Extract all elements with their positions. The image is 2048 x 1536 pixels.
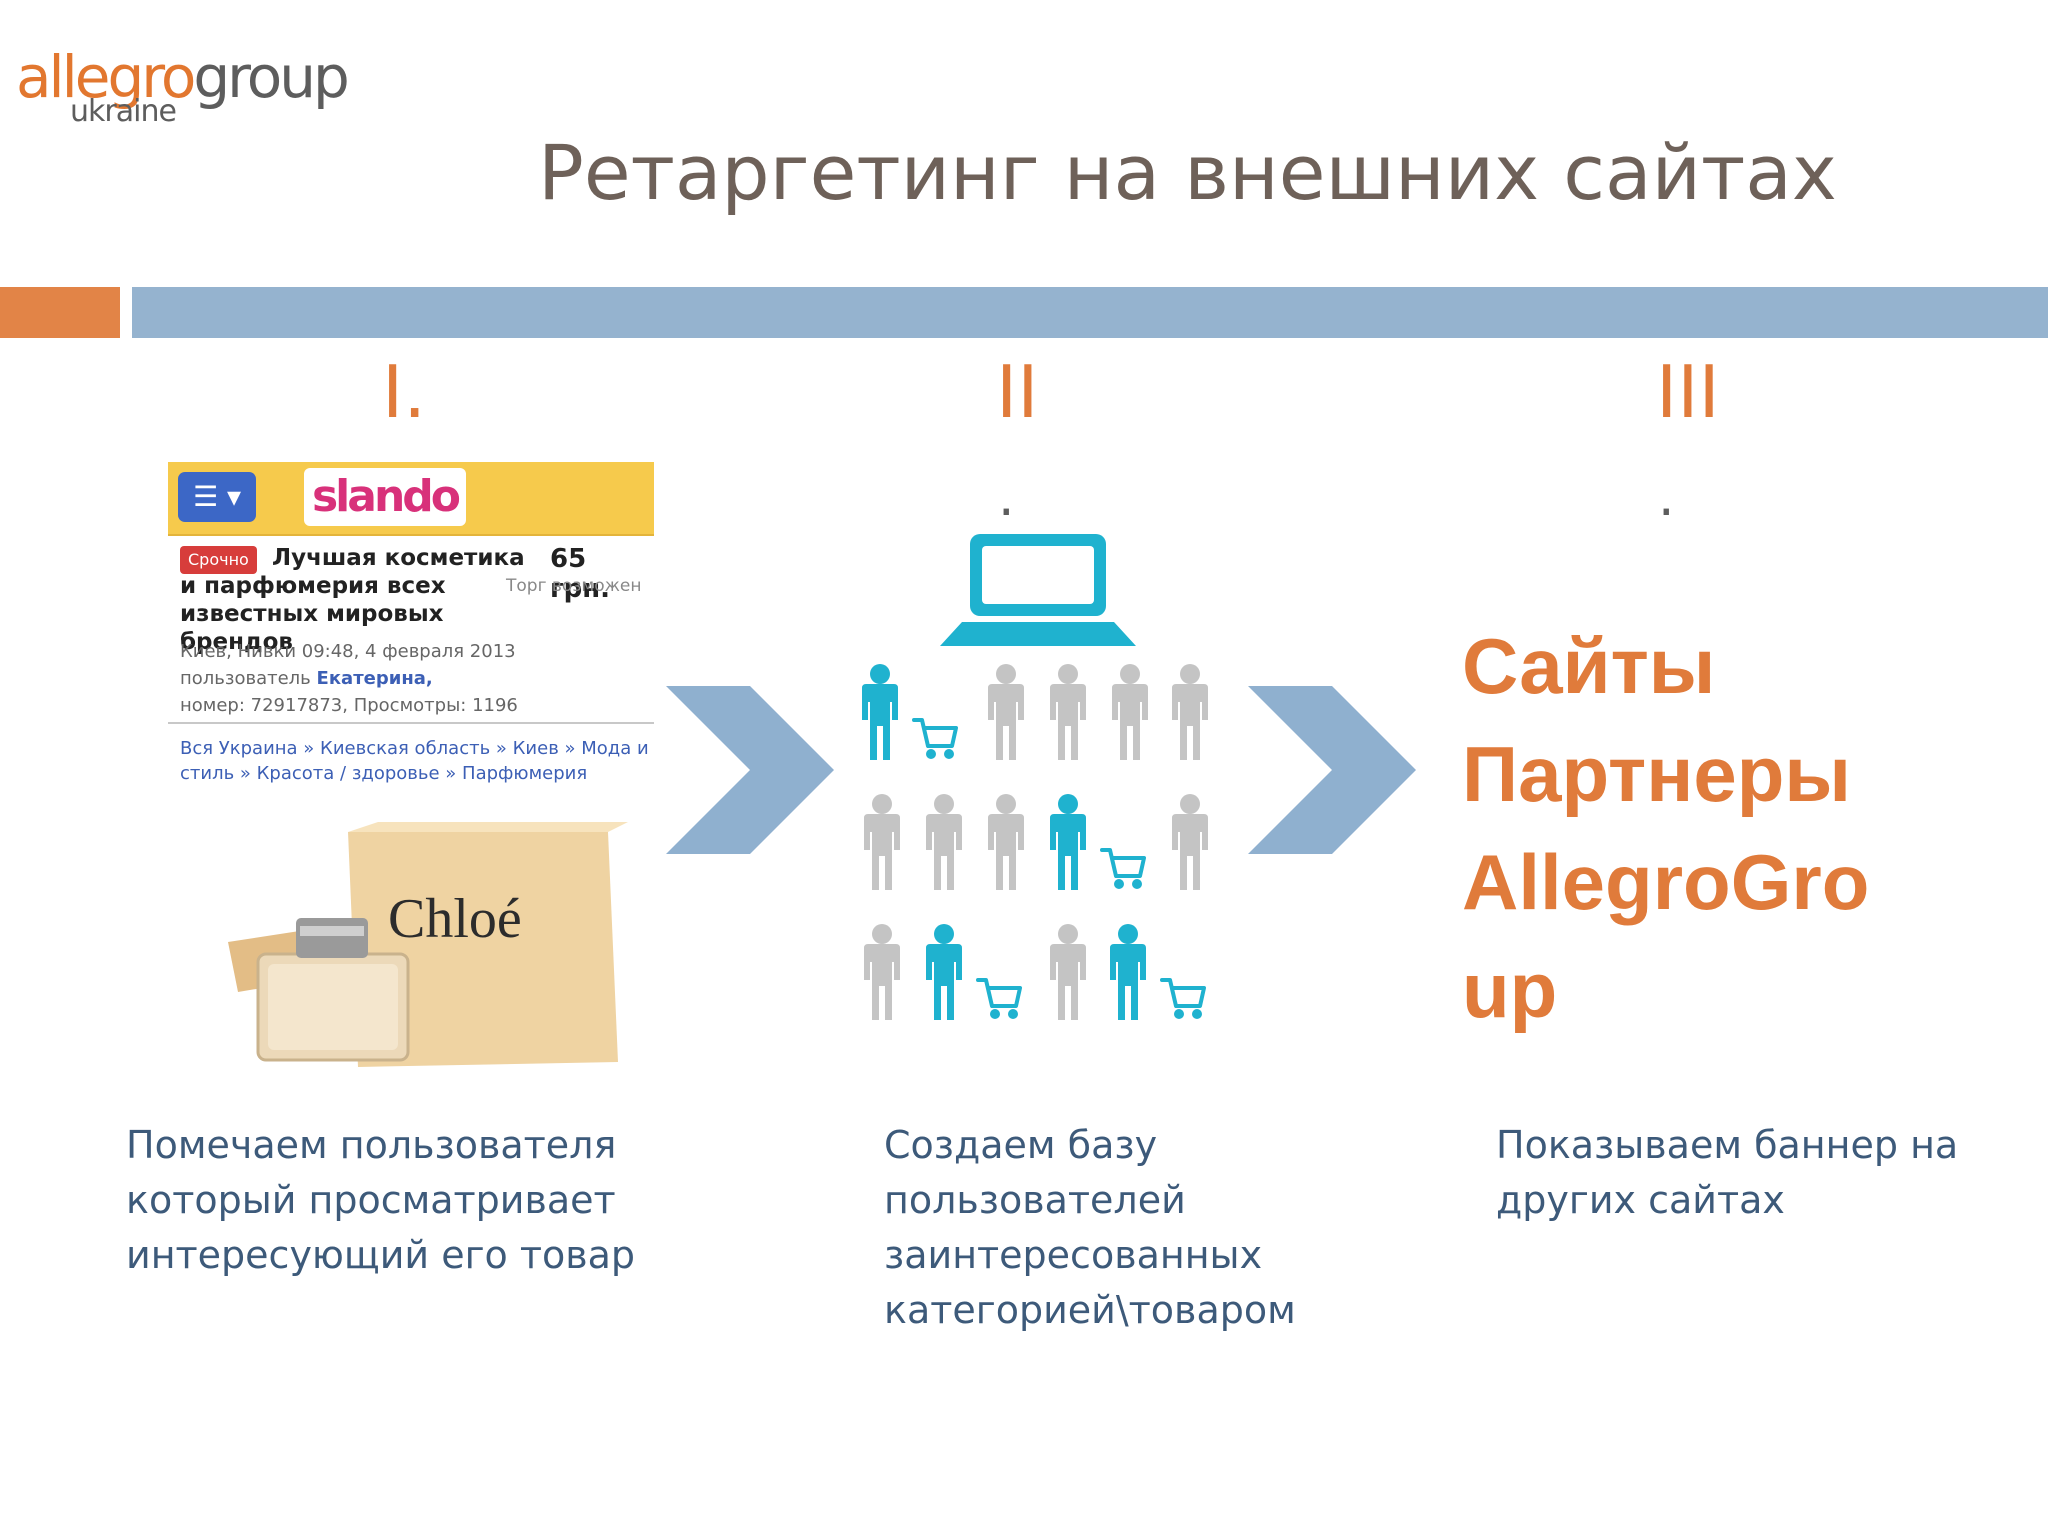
ad-meta: Киев, Нивки 09:48, 4 февраля 2013 пользо… [180, 638, 518, 719]
person-row-2 [864, 794, 1208, 890]
ad-bargain-note: Торг возможен [506, 576, 642, 596]
ad-meta-number: номер: 72917873, Просмотры: 1196 [180, 695, 518, 716]
urgent-badge: Срочно [180, 546, 257, 574]
chevron-right-icon [666, 686, 834, 854]
brand-label: Chloé [388, 888, 522, 950]
person-icon [864, 794, 900, 890]
person-icon [864, 924, 900, 1020]
step-dot-3: . [1658, 468, 1675, 528]
laptop-icon [940, 534, 1136, 646]
person-icon [1112, 664, 1148, 760]
ad-meta-user: Екатерина, [316, 668, 433, 689]
caption-line: других сайтах [1496, 1178, 1785, 1222]
caption-step-3: Показываем баннер на других сайтах [1496, 1118, 1958, 1228]
person-icon [1050, 794, 1086, 890]
caption-step-2: Создаем базу пользователей заинтересован… [884, 1118, 1296, 1338]
caption-line: заинтересованных [884, 1233, 1263, 1277]
step-number-1: I. [382, 350, 427, 434]
ad-headline: Лучшая косметика и парфюмерия всех извес… [180, 545, 525, 655]
partner-line-1: Сайты [1462, 622, 1716, 710]
caption-line: интересующий его товар [126, 1233, 636, 1277]
ad-meta-user-prefix: пользователь [180, 668, 311, 689]
allegrogroup-logo: allegrogroup ukraine [16, 48, 350, 129]
logo-subtitle: ukraine [70, 94, 177, 129]
logo-wordmark: allegrogroup [16, 48, 350, 106]
logo-group: group [193, 43, 349, 111]
person-icon [862, 664, 898, 760]
cart-icon [1160, 978, 1206, 1019]
cart-icon [976, 978, 1022, 1019]
caption-line: Создаем базу [884, 1123, 1158, 1167]
person-icon [988, 664, 1024, 760]
ad-divider [168, 722, 654, 724]
caption-step-1: Помечаем пользователя который просматрив… [126, 1118, 635, 1283]
cart-icon [1100, 848, 1146, 889]
person-icon [1110, 924, 1146, 1020]
person-icon [926, 794, 962, 890]
accent-bar-blue [132, 287, 2048, 338]
ad-meta-user-line: пользователь Екатерина, [180, 665, 518, 692]
person-icon [1172, 664, 1208, 760]
step-number-2: II [996, 350, 1039, 434]
partner-line-2: Партнеры [1462, 730, 1852, 818]
slando-logo: slando [304, 468, 466, 526]
partner-sites-label: Сайты Партнеры AllegroGro up [1462, 612, 1982, 1044]
ad-price: 65 грн. [550, 544, 611, 604]
caption-line: категорией\товаром [884, 1288, 1296, 1332]
caption-line: Помечаем пользователя [126, 1123, 617, 1167]
caption-line: Показываем баннер на [1496, 1123, 1959, 1167]
ad-header: ☰ ▾ slando [168, 462, 654, 536]
caption-line: который просматривает [126, 1178, 616, 1222]
step-number-3: III [1656, 350, 1720, 434]
cart-icon [912, 718, 958, 759]
menu-icon: ☰ ▾ [178, 472, 256, 522]
logo-allegro: allegro [16, 43, 196, 111]
partner-line-4: up [1462, 946, 1558, 1034]
partner-line-3: AllegroGro [1462, 838, 1870, 926]
person-icon [926, 924, 962, 1020]
slide-title: Ретаргетинг на внешних сайтах [538, 128, 1837, 217]
caption-line: пользователей [884, 1178, 1186, 1222]
person-icon [1050, 664, 1086, 760]
person-icon [988, 794, 1024, 890]
chevron-right-icon [1248, 686, 1416, 854]
person-row-1 [862, 664, 1208, 760]
step-dot-2: . [998, 468, 1015, 528]
person-row-3 [864, 924, 1206, 1020]
classified-ad-screenshot: ☰ ▾ slando Лучшая косметика и парфюмерия… [168, 462, 654, 1082]
accent-bar-orange [0, 287, 120, 338]
users-grid [862, 664, 1208, 1020]
perfume-photo: Chloé [228, 822, 628, 1067]
ad-breadcrumb: Вся Украина » Киевская область » Киев » … [180, 738, 649, 784]
person-icon [1050, 924, 1086, 1020]
person-icon [1172, 794, 1208, 890]
ad-meta-location: Киев, Нивки 09:48, 4 февраля 2013 [180, 641, 516, 662]
